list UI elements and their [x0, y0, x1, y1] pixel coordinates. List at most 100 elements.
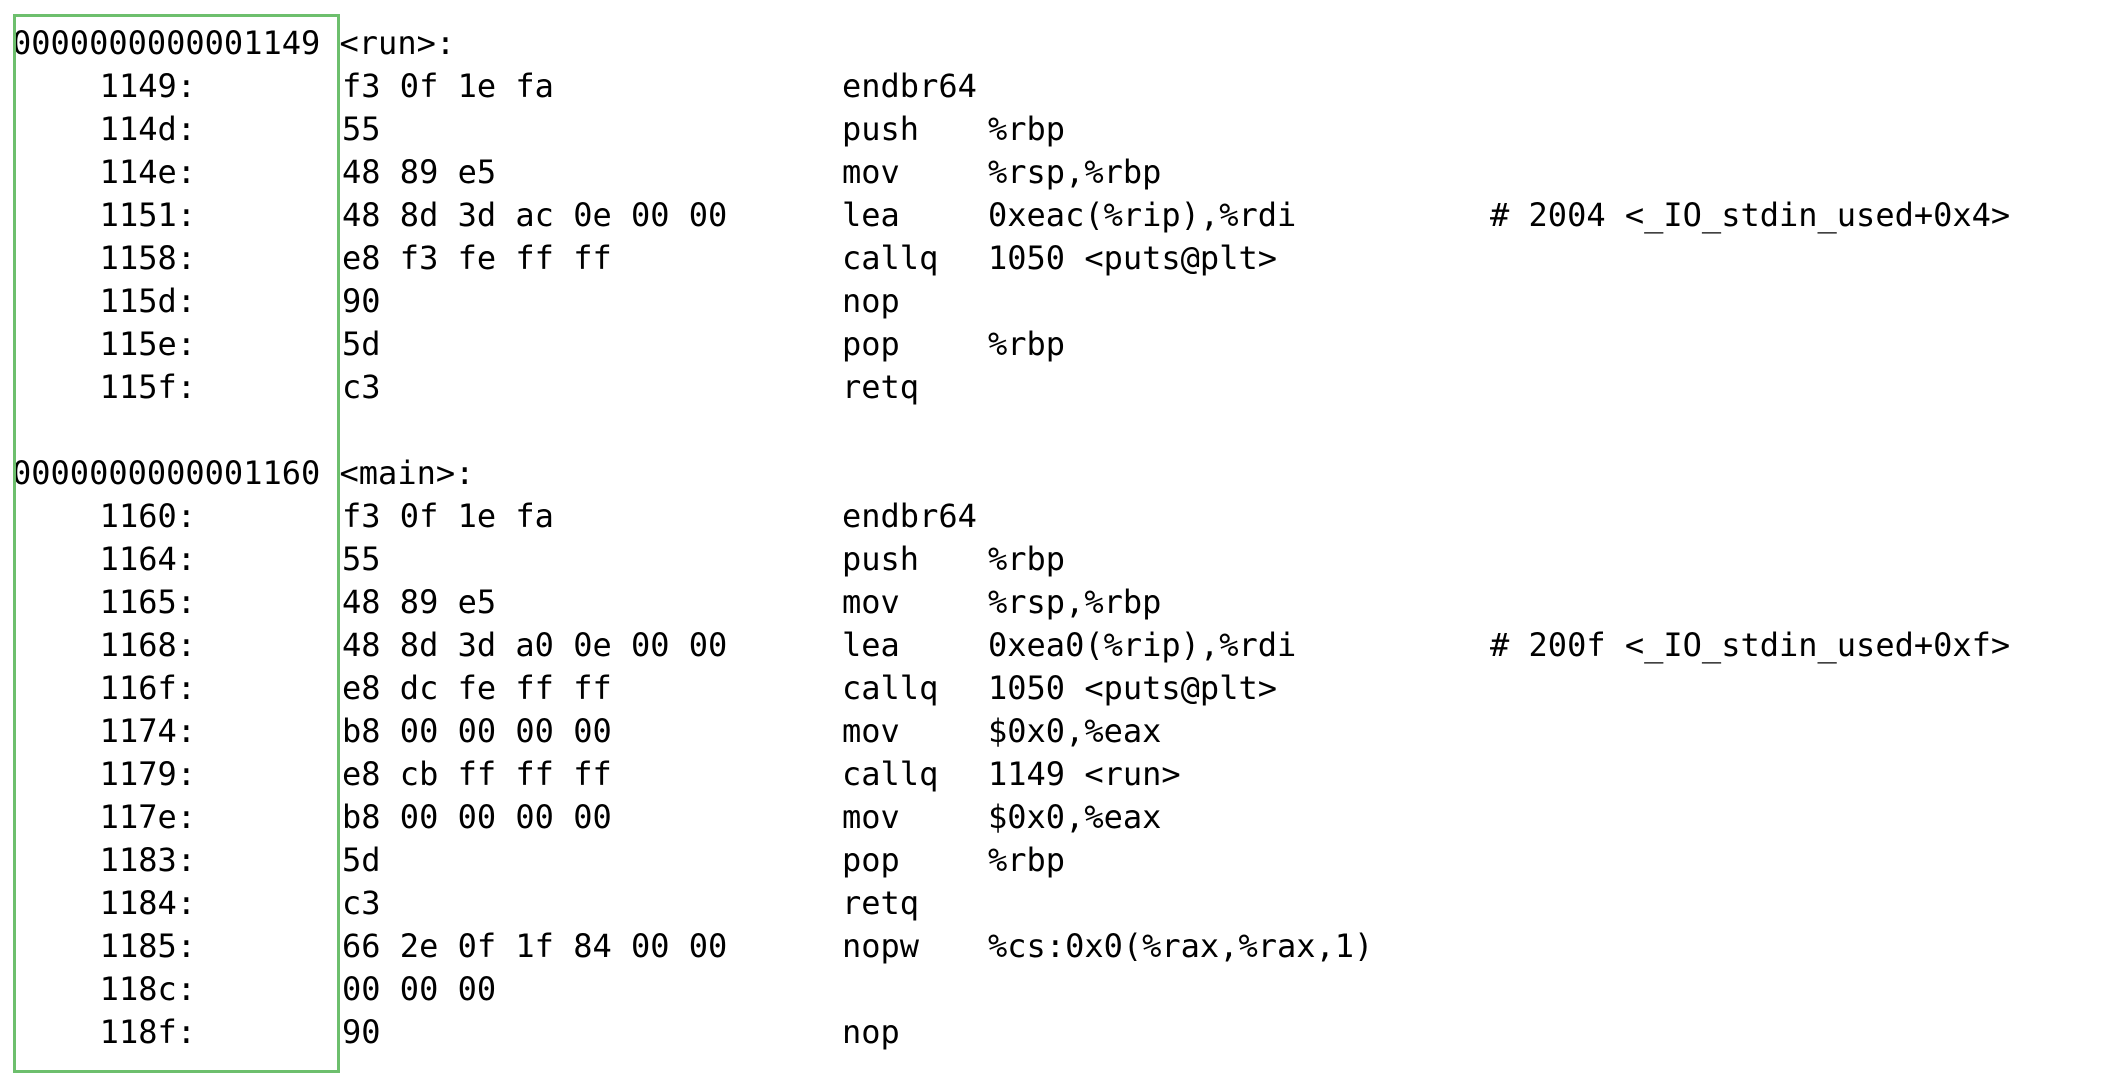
address-cell: 1149: [0, 65, 196, 108]
instruction-mnemonic: callq [842, 239, 939, 277]
instruction-address: 115e: [99, 325, 196, 363]
instruction-mnemonic: nop [842, 282, 900, 320]
address-cell: 1151: [0, 194, 196, 237]
instruction-operands: %cs:0x0(%rax,%rax,1) [988, 927, 1374, 965]
instruction-bytes: f3 0f 1e fa [342, 67, 554, 105]
instruction-operands: %rsp,%rbp [988, 583, 1162, 621]
instruction-bytes: e8 cb ff ff ff [342, 755, 612, 793]
instruction-address: 1168: [99, 626, 196, 664]
instruction-bytes: e8 f3 fe ff ff [342, 239, 612, 277]
address-cell: 118f: [0, 1011, 196, 1054]
instruction-bytes: f3 0f 1e fa [342, 497, 554, 535]
instruction-mnemonic: callq [842, 669, 939, 707]
function-header-text: 0000000000001149 <run>: [12, 24, 456, 62]
instruction-bytes: 5d [342, 841, 381, 879]
address-cell: 115d: [0, 280, 196, 323]
instruction-row: 1164: 55 push %rbp [0, 538, 2103, 581]
instruction-operands: $0x0,%eax [988, 798, 1162, 836]
instruction-bytes: b8 00 00 00 00 [342, 798, 612, 836]
instruction-mnemonic: endbr64 [842, 497, 977, 535]
instruction-address: 118f: [99, 1013, 196, 1051]
instruction-mnemonic: mov [842, 583, 900, 621]
instruction-mnemonic: lea [842, 196, 900, 234]
instruction-operands: 1050 <puts@plt> [988, 669, 1277, 707]
instruction-bytes: 00 00 00 [342, 970, 497, 1008]
instruction-operands: 0xeac(%rip),%rdi [988, 196, 1297, 234]
instruction-bytes: 48 89 e5 [342, 583, 497, 621]
address-cell: 115f: [0, 366, 196, 409]
instruction-mnemonic: mov [842, 712, 900, 750]
instruction-bytes: 48 8d 3d ac 0e 00 00 [342, 196, 728, 234]
instruction-row: 116f: e8 dc fe ff ff callq 1050 <puts@plt> [0, 667, 2103, 710]
address-cell: 115e: [0, 323, 196, 366]
address-cell: 1185: [0, 925, 196, 968]
address-cell: 1183: [0, 839, 196, 882]
instruction-mnemonic: pop [842, 841, 900, 879]
address-cell: 1174: [0, 710, 196, 753]
instruction-address: 117e: [99, 798, 196, 836]
address-cell: 114d: [0, 108, 196, 151]
instruction-address: 1164: [99, 540, 196, 578]
instruction-bytes: 90 [342, 1013, 381, 1051]
address-cell: 1164: [0, 538, 196, 581]
address-cell: 117e: [0, 796, 196, 839]
instruction-operands: %rbp [988, 325, 1066, 363]
instruction-row: 115d: 90 nop [0, 280, 2103, 323]
instruction-row: 118c: 00 00 00 [0, 968, 2103, 1011]
address-cell: 116f: [0, 667, 196, 710]
instruction-address: 1165: [99, 583, 196, 621]
instruction-row: 1165: 48 89 e5 mov %rsp,%rbp [0, 581, 2103, 624]
instruction-address: 116f: [99, 669, 196, 707]
instruction-row: 1151: 48 8d 3d ac 0e 00 00 lea 0xeac(%rip),… [0, 194, 2103, 237]
instruction-row: 1149: f3 0f 1e fa endbr64 [0, 65, 2103, 108]
instruction-mnemonic: nop [842, 1013, 900, 1051]
instruction-operands: %rbp [988, 841, 1066, 879]
instruction-mnemonic: mov [842, 153, 900, 191]
function-header-text: 0000000000001160 <main>: [12, 454, 475, 492]
instruction-bytes: 48 8d 3d a0 0e 00 00 [342, 626, 728, 664]
instruction-bytes: 5d [342, 325, 381, 363]
instruction-address: 114e: [99, 153, 196, 191]
address-cell: 114e: [0, 151, 196, 194]
instruction-mnemonic: push [842, 540, 920, 578]
instruction-operands: %rbp [988, 110, 1066, 148]
instruction-address: 1179: [99, 755, 196, 793]
instruction-operands: 0xea0(%rip),%rdi [988, 626, 1297, 664]
instruction-operands: 1050 <puts@plt> [988, 239, 1277, 277]
instruction-bytes: e8 dc fe ff ff [342, 669, 612, 707]
instruction-operands: %rbp [988, 540, 1066, 578]
instruction-address: 118c: [99, 970, 196, 1008]
instruction-operands: 1149 <run> [988, 755, 1181, 793]
instruction-operands: %rsp,%rbp [988, 153, 1162, 191]
instruction-row: 118f: 90 nop [0, 1011, 2103, 1054]
instruction-bytes: 55 [342, 540, 381, 578]
instruction-address: 1183: [99, 841, 196, 879]
instruction-row: 1183: 5d pop %rbp [0, 839, 2103, 882]
instruction-row: 114d: 55 push %rbp [0, 108, 2103, 151]
instruction-mnemonic: endbr64 [842, 67, 977, 105]
instruction-row: 1158: e8 f3 fe ff ff callq 1050 <puts@plt> [0, 237, 2103, 280]
instruction-mnemonic: push [842, 110, 920, 148]
instruction-mnemonic: nopw [842, 927, 920, 965]
address-cell: 1165: [0, 581, 196, 624]
instruction-bytes: 90 [342, 282, 381, 320]
address-cell: 1158: [0, 237, 196, 280]
instruction-row: 1168: 48 8d 3d a0 0e 00 00 lea 0xea0(%rip),… [0, 624, 2103, 667]
instruction-address: 1158: [99, 239, 196, 277]
instruction-address: 1184: [99, 884, 196, 922]
instruction-mnemonic: retq [842, 368, 920, 406]
instruction-address: 1174: [99, 712, 196, 750]
instruction-operands: $0x0,%eax [988, 712, 1162, 750]
instruction-comment: # 2004 <_IO_stdin_used+0x4> [1490, 196, 2011, 234]
instruction-address: 1151: [99, 196, 196, 234]
instruction-mnemonic: lea [842, 626, 900, 664]
instruction-bytes: 55 [342, 110, 381, 148]
